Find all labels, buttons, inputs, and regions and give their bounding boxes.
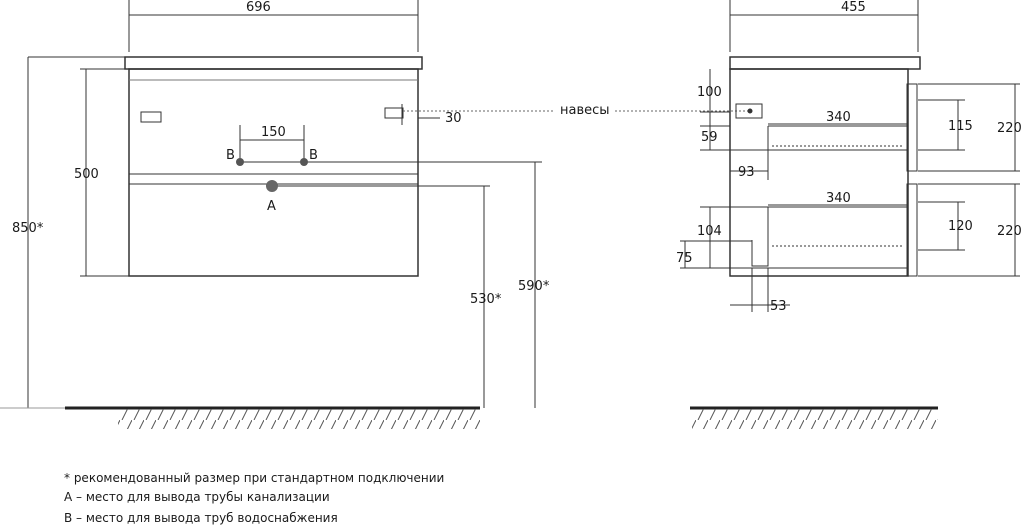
dim-340-top-label: 340 (826, 110, 851, 125)
dim-590-label: 590* (518, 279, 550, 294)
side-front-panel-bottom (906, 183, 918, 277)
dim-696-label: 696 (246, 0, 271, 15)
dim-104-label: 104 (697, 224, 722, 239)
side-floor-hatch (692, 409, 938, 429)
side-hinge-dot (747, 108, 753, 114)
hinge-plate-left (140, 111, 162, 123)
side-countertop (729, 56, 921, 70)
footnote-drain: А – место для вывода трубы канализации (64, 490, 330, 504)
dim-120-label: 120 (948, 219, 973, 234)
dim-340-bottom-label: 340 (826, 191, 851, 206)
dim-93-label: 93 (738, 165, 755, 180)
footnote-water: В – место для вывода труб водоснабжения (64, 511, 338, 525)
dim-100-label: 100 (697, 85, 722, 100)
side-front-panel-top (906, 83, 918, 172)
dim-500-label: 500 (74, 167, 99, 182)
side-hinge (735, 103, 763, 119)
pipe-a-marker (266, 180, 278, 192)
side-cabinet-body (729, 68, 909, 277)
side-bottom-notch (751, 240, 769, 267)
dim-75-label: 75 (676, 251, 693, 266)
front-cabinet-body (128, 68, 419, 277)
hinge-plate-right (384, 107, 404, 119)
hinges-label: навесы (560, 103, 610, 118)
footnote-recommended: * рекомендованный размер при стандартном… (64, 471, 445, 485)
pipe-b-right-label: B (309, 148, 318, 163)
dim-150-label: 150 (261, 125, 286, 140)
front-countertop (124, 56, 423, 70)
front-view (0, 0, 748, 410)
dim-115-label: 115 (948, 119, 973, 134)
dim-530-label: 530* (470, 292, 502, 307)
dim-53-label: 53 (770, 299, 787, 314)
dim-220-bottom-label: 220 (997, 224, 1022, 239)
dim-220-top-label: 220 (997, 121, 1022, 136)
dim-455-label: 455 (841, 0, 866, 15)
front-floor-hatch (118, 409, 480, 429)
pipe-b-left-label: B (226, 148, 235, 163)
pipe-b-left-marker (236, 158, 244, 166)
dim-59-label: 59 (701, 130, 718, 145)
dim-850-label: 850* (12, 221, 44, 236)
pipe-b-right-marker (300, 158, 308, 166)
dim-30-label: 30 (445, 111, 462, 126)
pipe-a-label: A (267, 199, 276, 214)
side-view (680, 0, 1020, 410)
